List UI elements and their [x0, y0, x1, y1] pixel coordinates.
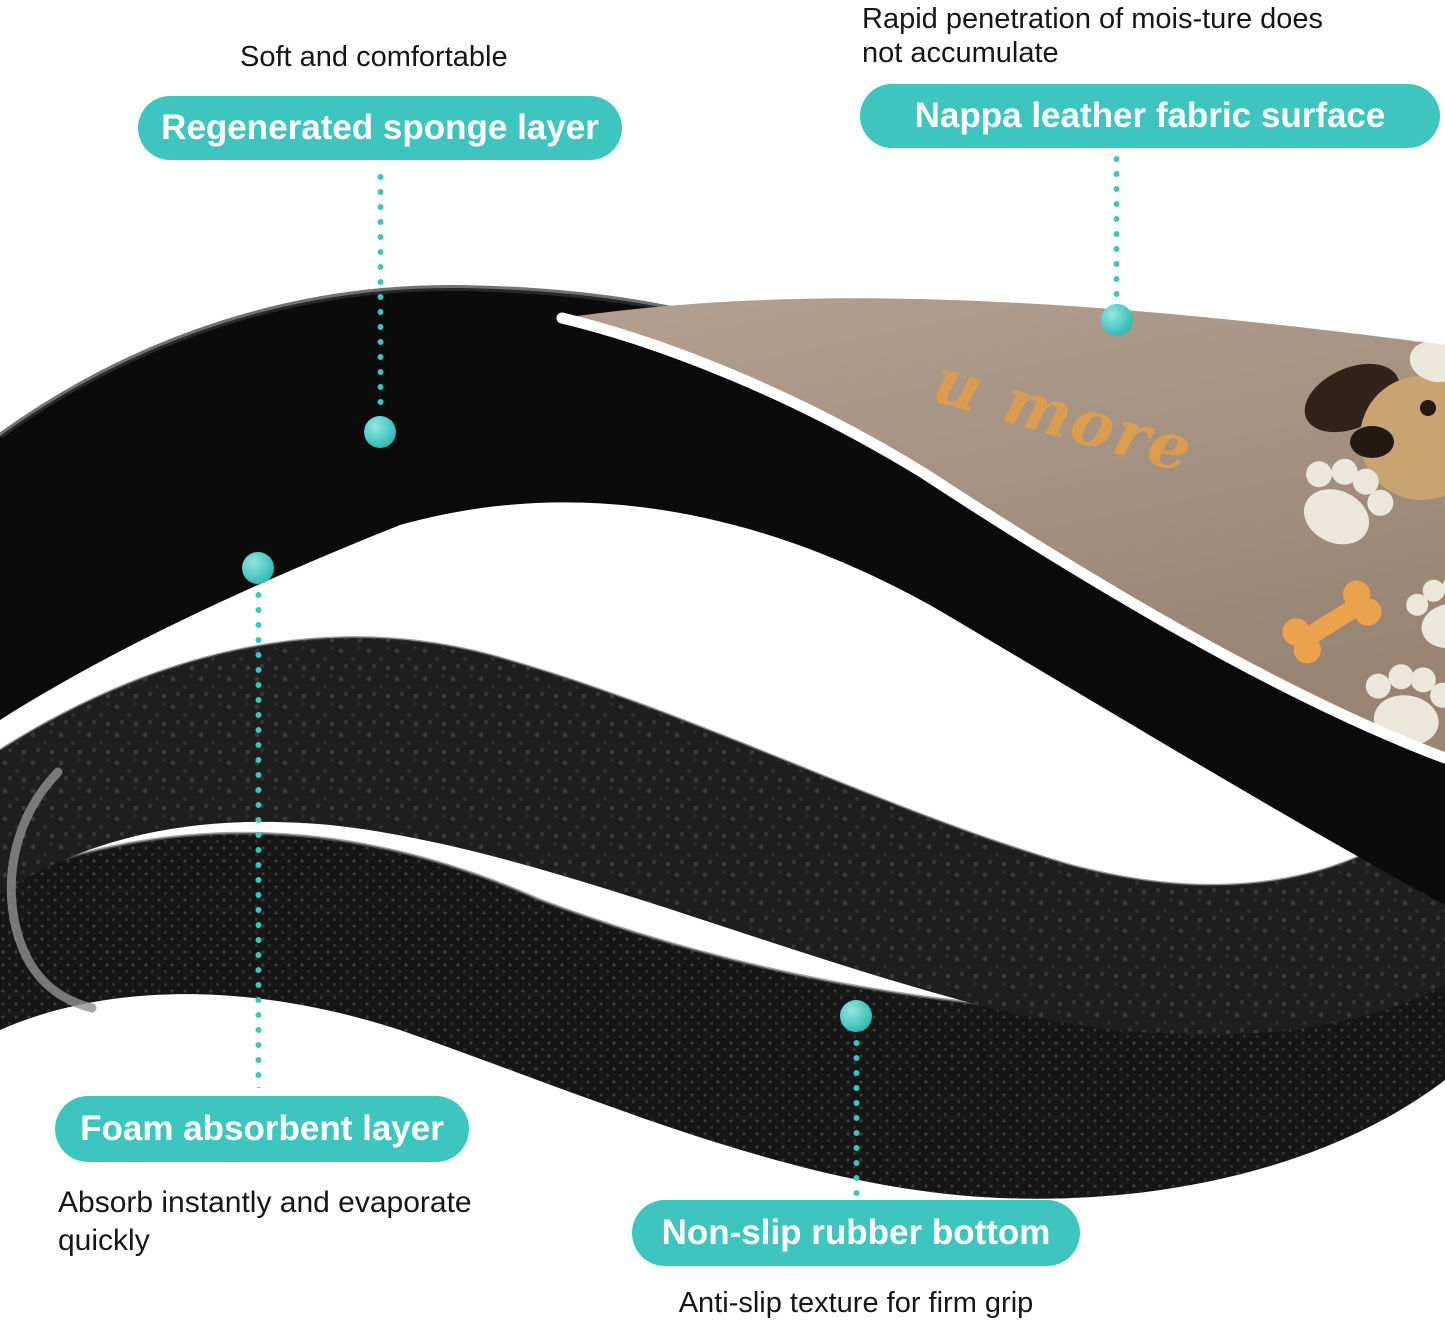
surface-label-pill: Nappa leather fabric surface — [860, 84, 1440, 148]
sponge-connector-dot — [364, 416, 396, 448]
surface-white-edge — [556, 312, 1445, 764]
foam-note: Absorb instantly and evaporate quickly — [58, 1184, 472, 1260]
mat-sponge-layer — [0, 287, 1445, 906]
surface-note-line2: not accumulate — [862, 37, 1059, 69]
rubber-note: Anti-slip texture for firm grip — [678, 1287, 1034, 1319]
rubber-connector-line — [853, 1036, 860, 1198]
foam-label: Foam absorbent layer — [80, 1109, 444, 1148]
foam-connector-dot — [242, 552, 274, 584]
surface-connector-line — [1113, 152, 1120, 304]
sponge-label-pill: Regenerated sponge layer — [138, 96, 622, 160]
mat-left-rim-highlight — [6, 767, 97, 1013]
dog-face-icon — [1350, 426, 1394, 458]
surface-note: Rapid penetration of mois-ture does not … — [862, 2, 1323, 70]
surface-note-line1: Rapid penetration of mois-ture does — [862, 3, 1324, 35]
foam-connector-line — [255, 588, 262, 1088]
rubber-label: Non-slip rubber bottom — [661, 1213, 1051, 1252]
mat-rubber-texture — [0, 833, 1445, 1199]
surface-connector-dot — [1101, 304, 1133, 336]
sponge-connector-line — [377, 170, 384, 414]
rubber-connector-dot — [840, 1000, 872, 1032]
dog-face-icon — [1420, 400, 1436, 416]
mat-print-surface — [562, 298, 1445, 758]
mat-foam-top-edge — [0, 636, 1445, 887]
sponge-note: Soft and comfortable — [240, 41, 508, 73]
surface-label: Nappa leather fabric surface — [914, 96, 1386, 135]
rubber-label-pill: Non-slip rubber bottom — [632, 1200, 1080, 1266]
foam-note-line2: quickly — [58, 1224, 150, 1257]
sponge-label: Regenerated sponge layer — [161, 108, 599, 147]
dog-face-icon — [1360, 376, 1445, 500]
foam-note-line1: Absorb instantly and evaporate — [58, 1186, 472, 1219]
mat-foam-texture — [0, 637, 1445, 1035]
foam-label-pill: Foam absorbent layer — [55, 1096, 469, 1162]
